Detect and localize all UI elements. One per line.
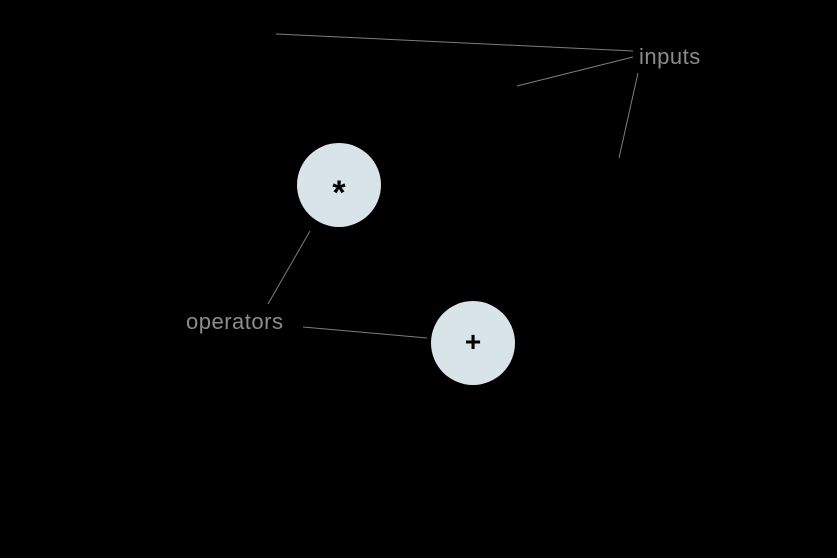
plus-operator-symbol: +: [464, 326, 482, 357]
operator-node-multiply: *: [297, 143, 381, 227]
inputs-annotation-label: inputs: [639, 44, 701, 69]
operators-annotation-label: operators: [186, 309, 284, 334]
inputs-leader-line-1: [275, 33, 634, 52]
inputs-leader-line-3: [618, 72, 639, 159]
operator-node-plus: +: [431, 301, 515, 385]
multiply-operator-symbol: *: [332, 174, 346, 212]
operators-leader-line-1: [267, 230, 311, 305]
operators-leader-line-2: [302, 326, 428, 339]
inputs-leader-line-2: [516, 56, 634, 87]
